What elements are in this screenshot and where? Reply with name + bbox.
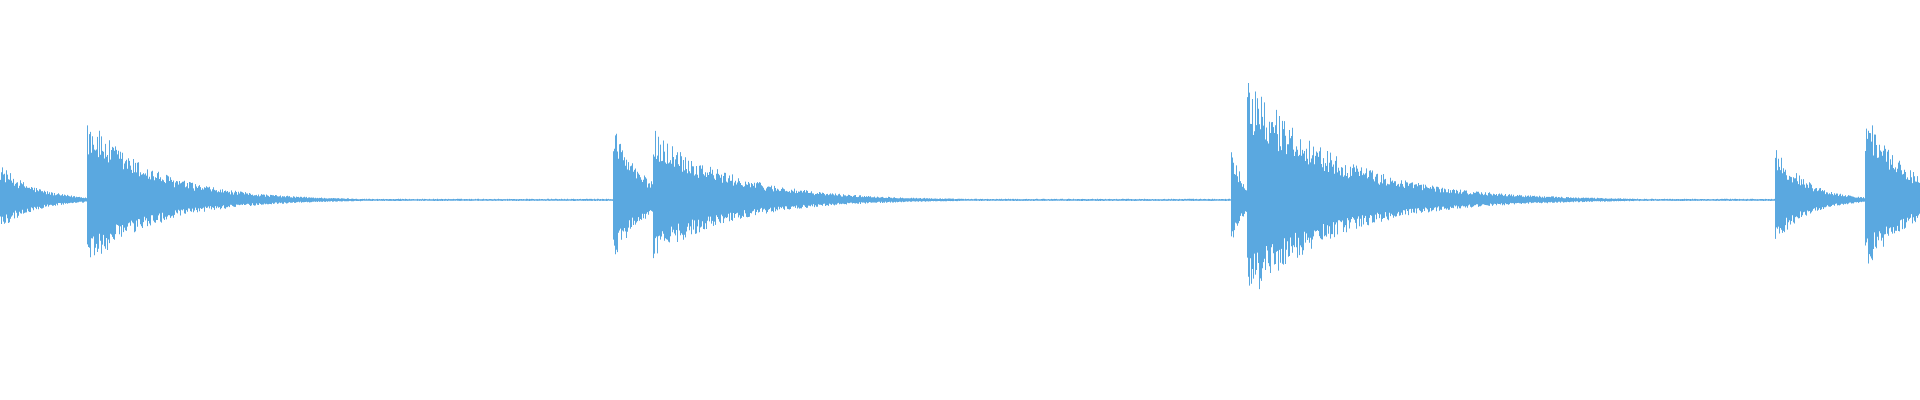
waveform-signal xyxy=(0,83,1920,290)
